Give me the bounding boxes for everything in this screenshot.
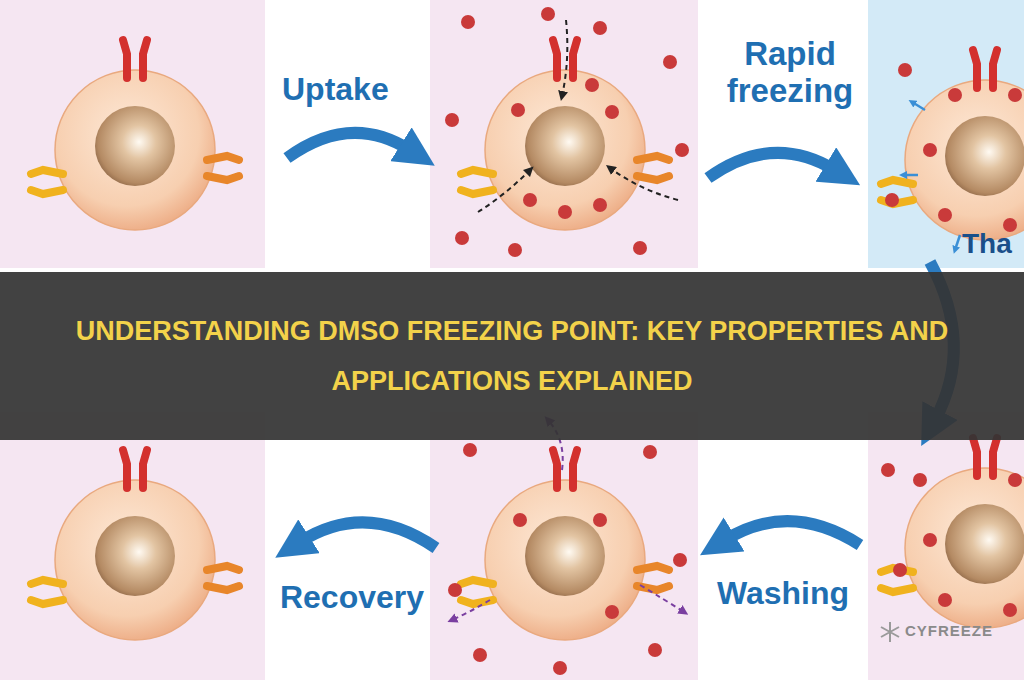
dmso-molecule (508, 243, 522, 257)
panel-background (430, 412, 698, 680)
step-label: Recovery (262, 580, 442, 616)
dmso-molecule (593, 21, 607, 35)
dmso-molecule (923, 143, 937, 157)
dmso-molecule (881, 463, 895, 477)
efflux-path (452, 600, 490, 620)
step-label: Tha (962, 228, 1012, 259)
panel-background (430, 0, 698, 268)
watermark-icon (881, 622, 899, 642)
step-label: Washing (700, 576, 866, 612)
dmso-molecule (558, 205, 572, 219)
efflux-path (452, 420, 684, 620)
dmso-molecule (473, 648, 487, 662)
uptake-path (478, 20, 678, 212)
dmso-molecule (593, 513, 607, 527)
dmso-molecule (913, 473, 927, 487)
water-efflux (903, 174, 918, 177)
watermark: CYFREEZE (905, 623, 993, 640)
dmso-molecule (553, 661, 567, 675)
dmso-molecule (923, 533, 937, 547)
panel-background (0, 412, 265, 680)
dmso-molecule (663, 55, 677, 69)
dmso-molecule (463, 443, 477, 457)
uptake-path (478, 170, 530, 212)
dmso-molecule (633, 241, 647, 255)
process-arrow (287, 133, 410, 158)
cell (31, 450, 239, 640)
cell (881, 50, 1024, 240)
dmso-molecule (885, 193, 899, 207)
dmso-molecule (1008, 88, 1022, 102)
dmso-molecule (513, 513, 527, 527)
dmso-molecule (898, 63, 912, 77)
dmso-molecule (455, 231, 469, 245)
cell (881, 438, 1024, 628)
dmso-molecule (938, 593, 952, 607)
watermark-icon (881, 622, 899, 642)
water-efflux (955, 235, 960, 250)
cell (461, 40, 669, 230)
dmso-molecule (461, 15, 475, 29)
dmso-molecule (448, 583, 462, 597)
dmso-molecule (445, 113, 459, 127)
panel-background (0, 0, 265, 268)
dmso-molecule (673, 553, 687, 567)
cell (461, 450, 669, 640)
dmso-molecule (523, 193, 537, 207)
dmso-molecule (675, 143, 689, 157)
dmso-molecule (593, 198, 607, 212)
cell (31, 40, 1024, 640)
dmso-molecule (648, 643, 662, 657)
process-arrow (725, 521, 860, 545)
step-label: Rapid freezing (712, 36, 868, 110)
efflux-path (640, 585, 684, 612)
title: UNDERSTANDING DMSO FREEZING POINT: KEY P… (62, 306, 962, 406)
uptake-path (610, 168, 678, 200)
title-band: UNDERSTANDING DMSO FREEZING POINT: KEY P… (0, 272, 1024, 440)
dmso-molecule (605, 605, 619, 619)
step-label: Uptake (282, 72, 389, 108)
dmso-molecule (1008, 473, 1022, 487)
process-arrow (708, 153, 835, 178)
dmso-molecule (605, 105, 619, 119)
water-efflux (903, 102, 960, 250)
dmso-molecule (1003, 603, 1017, 617)
dmso-molecule (541, 7, 555, 21)
dmso-molecule (948, 88, 962, 102)
dmso-molecule (938, 208, 952, 222)
process-arrow (300, 522, 436, 548)
dmso-molecule (585, 78, 599, 92)
dmso-molecule (511, 103, 525, 117)
water-efflux (912, 102, 925, 110)
cell (31, 40, 239, 230)
uptake-path (562, 20, 567, 96)
dmso-molecule (893, 563, 907, 577)
dmso-molecule (643, 445, 657, 459)
